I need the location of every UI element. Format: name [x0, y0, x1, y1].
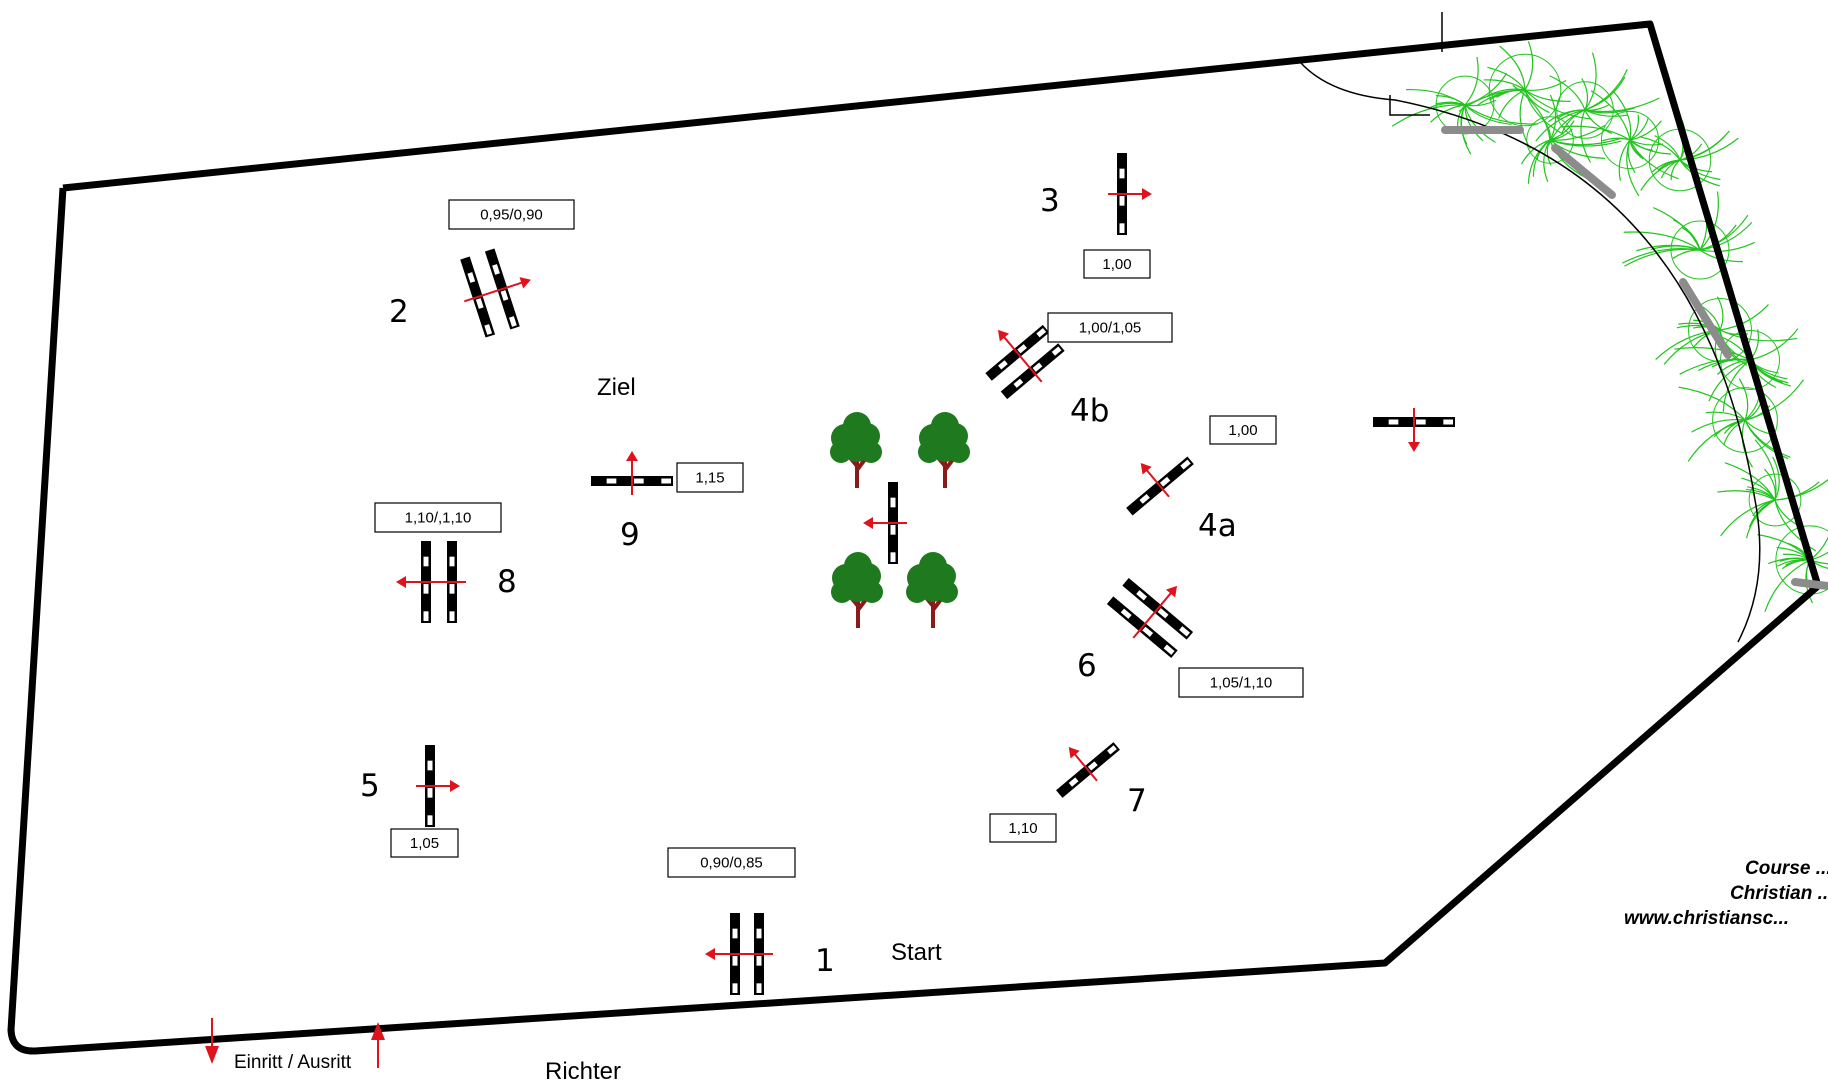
tree-bottom-right [906, 552, 958, 628]
fence-number-1: 1 [815, 943, 835, 979]
direction-arrow [1068, 747, 1098, 782]
bush-2 [1535, 52, 1660, 163]
tree-bottom-left [831, 552, 883, 628]
height-box-4a: 1,00 [1209, 415, 1277, 445]
fence-8 [396, 541, 466, 623]
height-box-frame [1047, 312, 1173, 343]
fence-4b [985, 324, 1065, 400]
arena-outline [7, 20, 1822, 1055]
trees-group [830, 412, 970, 628]
exit-arrow-head [205, 1046, 219, 1064]
entry-arrow-head [371, 1022, 385, 1040]
tree-top-right [918, 412, 970, 488]
height-box-7: 1,10 [989, 813, 1057, 843]
finish-label: Ziel [597, 374, 636, 401]
direction-arrow [863, 517, 907, 529]
height-box-text: 1,00 [1102, 256, 1131, 273]
height-box-frame [989, 813, 1057, 843]
fence-number-4b: 4b [1070, 393, 1109, 429]
inner-track-curve [1299, 61, 1761, 643]
fence-5 [416, 745, 460, 827]
direction-arrow [998, 329, 1043, 383]
fence-number-6: 6 [1077, 648, 1097, 684]
fences-group [396, 153, 1455, 995]
tree-top-left [830, 412, 882, 488]
fence-4a [1126, 456, 1194, 516]
fence-number-2: 2 [389, 294, 409, 330]
fence-9 [591, 451, 673, 495]
fence-number-5: 5 [360, 768, 380, 804]
judge-label: Richter [545, 1058, 621, 1083]
height-box-text: 1,10 [1008, 820, 1037, 837]
credit-line-1: Course ... [1745, 858, 1828, 879]
height-box-frame [448, 199, 575, 230]
fence-number-4a: 4a [1198, 508, 1237, 544]
height-box-2: 0,95/0,90 [448, 199, 575, 230]
bush-7 [1678, 378, 1804, 468]
entrance-label: Einritt / Ausritt [234, 1052, 352, 1073]
fence-extra [1373, 408, 1455, 452]
height-box-8: 1,10/,1,10 [374, 502, 502, 533]
benches [1441, 126, 1828, 590]
height-box-1: 0,90/0,85 [667, 847, 796, 878]
height-box-text: 1,00 [1228, 422, 1257, 439]
direction-arrow [626, 451, 638, 495]
height-box-text: 1,05/1,10 [1210, 675, 1273, 692]
fence-6 [1106, 577, 1194, 659]
height-box-frame [374, 502, 502, 533]
fence-number-9: 9 [620, 517, 640, 553]
height-box-6: 1,05/1,10 [1178, 667, 1304, 698]
height-box-text: 0,90/0,85 [700, 855, 763, 872]
height-box-5: 1,05 [390, 828, 459, 858]
credit-line-3: www.christiansc... [1624, 908, 1789, 929]
height-box-3: 1,00 [1083, 249, 1151, 279]
height-box-frame [390, 828, 459, 858]
bush-1 [1458, 41, 1592, 150]
fence-number-7: 7 [1127, 783, 1147, 819]
fence-7 [1056, 742, 1120, 798]
height-box-text: 1,15 [695, 470, 724, 487]
direction-arrow [1132, 585, 1177, 639]
fence-3 [1108, 153, 1152, 235]
bush-3 [1561, 90, 1679, 197]
credit-line-2: Christian ... [1730, 883, 1828, 904]
entrance-arrows [205, 1018, 385, 1068]
bush-5 [1621, 191, 1755, 280]
fence-1 [705, 913, 773, 995]
fence-number-3: 3 [1040, 183, 1060, 219]
fence-number-8: 8 [497, 564, 517, 600]
height-box-text: 1,05 [410, 835, 439, 852]
height-boxes: 0,90/0,85 0,95/0,90 1,00 1,00 1,00/1,05 1,05 1… [374, 199, 1304, 878]
bush-10 [1512, 84, 1622, 184]
bush-8 [1717, 439, 1828, 552]
height-box-frame [667, 847, 796, 878]
height-box-frame [1083, 249, 1151, 279]
height-box-4b: 1,00/1,05 [1047, 312, 1173, 343]
direction-arrow [416, 780, 460, 792]
height-box-9: 1,15 [676, 462, 744, 493]
direction-arrow [705, 948, 773, 960]
direction-arrow [1140, 463, 1170, 498]
height-box-frame [676, 462, 744, 493]
direction-arrow [396, 576, 466, 588]
bush-9 [1757, 525, 1828, 612]
fence-center [863, 482, 907, 564]
height-box-text: 1,10/,1,10 [405, 510, 472, 527]
height-box-frame [1209, 415, 1277, 445]
fence-2 [460, 248, 531, 338]
corner-mark [1389, 95, 1430, 116]
start-label: Start [891, 939, 942, 966]
height-box-text: 1,00/1,05 [1079, 320, 1142, 337]
height-box-frame [1178, 667, 1304, 698]
direction-arrow [1408, 408, 1420, 452]
direction-arrow [1108, 188, 1152, 200]
height-box-text: 0,95/0,90 [480, 207, 543, 224]
direction-arrow [464, 277, 531, 303]
